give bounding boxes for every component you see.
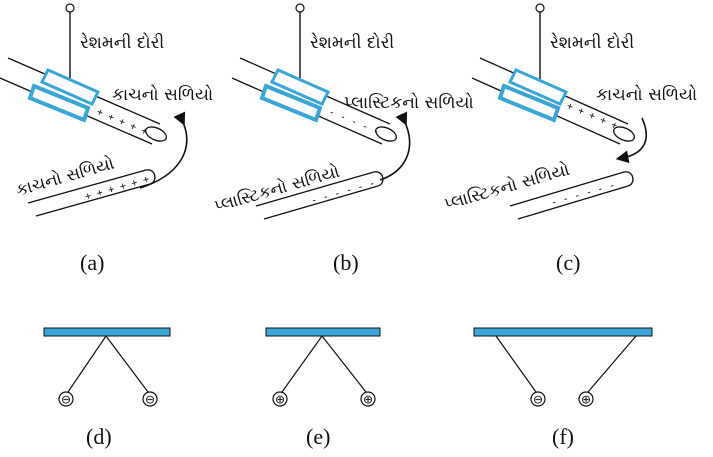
charge-right-f: ⊕ [581, 393, 591, 407]
thread-hook-a [65, 3, 75, 13]
caption-b: (b) [333, 250, 359, 275]
support-bar-e [265, 327, 381, 337]
silk-cradle-c [497, 68, 569, 123]
hung-rod-label-b: પ્લાસ્ટિકનો સળિયો [344, 92, 474, 113]
rotation-arrow-c [615, 117, 647, 164]
thread-label-b: રેશમની દોરી [310, 32, 394, 53]
thread-left-e [281, 335, 323, 393]
charge-left-f: ⊖ [533, 393, 543, 407]
lower-rod-c [509, 171, 634, 220]
pith-ball-right-e [360, 391, 376, 407]
charge-left-e: ⊕ [275, 393, 285, 407]
caption-d: (d) [86, 424, 112, 449]
pith-ball-left-f [530, 391, 546, 407]
caption-c: (c) [556, 250, 580, 275]
caption-e: (e) [306, 424, 330, 449]
pith-ball-right-d [142, 391, 158, 407]
silk-cradle-a [27, 68, 101, 123]
panel-e: ⊕ ⊕ (e) [265, 327, 381, 449]
lower-rod-label-b: પ્લાસ્ટિકનો સળિયો [212, 161, 342, 217]
caption-f: (f) [552, 424, 574, 449]
pith-ball-right-f [578, 391, 594, 407]
charge-right-d: ⊖ [145, 393, 155, 407]
charge-right-e: ⊕ [363, 393, 373, 407]
thread-hook-c [535, 3, 545, 13]
rotation-arrow-b [379, 111, 411, 181]
hung-rod-label-a: કાચનો સળિયો [112, 84, 213, 105]
charge-left-d: ⊖ [61, 393, 71, 407]
thread-right-d [105, 335, 149, 393]
panel-b: રેશમની દોરી - - - - - પ્લાસ્ટિકનો સળિયો … [212, 3, 474, 275]
panel-c: રેશમની દોરી + + + + + કાચનો સળિયો - - - … [442, 3, 697, 275]
support-bar-f [473, 327, 653, 337]
caption-a: (a) [80, 250, 104, 275]
thread-hook-b [295, 3, 305, 13]
support-bar-d [43, 327, 171, 337]
thread-left-f [495, 335, 537, 393]
panel-d: ⊖ ⊖ (d) [43, 327, 171, 449]
silk-cradle-b [259, 68, 331, 123]
panel-a: રેશમની દોરી + + + + + કાચનો સળિયો + + + … [0, 3, 213, 275]
thread-right-f [587, 335, 637, 393]
pith-ball-left-d [58, 391, 74, 407]
pith-ball-left-e [272, 391, 288, 407]
lower-rod-b [255, 171, 384, 220]
thread-left-d [67, 335, 107, 393]
hung-rod-label-c: કાચનો સળિયો [596, 84, 697, 105]
panel-f: ⊖ ⊕ (f) [473, 327, 653, 449]
lower-rod-a [27, 169, 156, 217]
thread-label-c: રેશમની દોરી [550, 32, 634, 53]
thread-right-e [321, 335, 367, 393]
thread-label-a: રેશમની દોરી [80, 32, 164, 53]
